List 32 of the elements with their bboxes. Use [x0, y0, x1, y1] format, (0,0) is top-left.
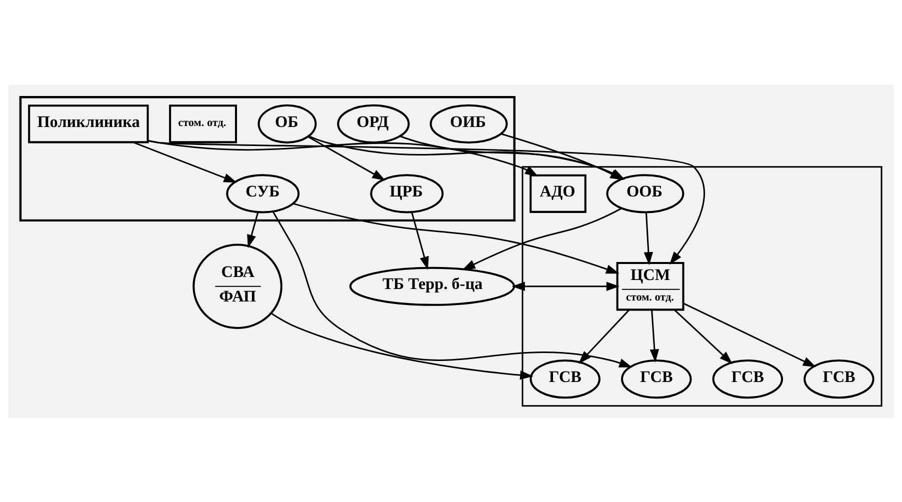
arrow	[674, 308, 733, 364]
arrow	[132, 141, 237, 182]
arrow	[683, 302, 816, 367]
arrow	[148, 139, 538, 176]
arrow	[293, 202, 620, 274]
node-ellipse: ГСВ	[804, 359, 874, 398]
arrow	[247, 211, 259, 248]
arrow	[411, 211, 429, 270]
arrow	[308, 136, 386, 180]
node-box: Поликлиника	[28, 104, 149, 143]
arrow	[148, 140, 705, 264]
node-box: стом. отд.	[169, 104, 237, 143]
arrow	[650, 309, 660, 362]
node-circle: СВА ФАП	[192, 243, 282, 328]
node-ellipse: ОИБ	[430, 104, 508, 143]
arrow	[512, 281, 620, 290]
node-ellipse: ТБ Терр. б-ца	[349, 266, 516, 306]
cluster	[19, 96, 516, 222]
arrow	[270, 312, 534, 380]
node-ellipse: СУБ	[226, 174, 300, 213]
node-ellipse: ГСВ	[712, 359, 784, 398]
arrow	[272, 210, 632, 367]
node-ellipse: ООБ	[606, 174, 684, 213]
node-ellipse: ГСВ	[621, 359, 692, 398]
node-ellipse: ОРД	[337, 104, 410, 143]
node-ellipse: ЦРБ	[370, 174, 444, 213]
node-box: АДО	[530, 174, 586, 212]
node-box: ЦСМ стом. отд.	[616, 262, 684, 310]
arrow	[462, 207, 622, 270]
node-ellipse: ОБ	[258, 104, 317, 143]
arrow	[644, 212, 654, 265]
node-ellipse: ГСВ	[530, 359, 600, 398]
